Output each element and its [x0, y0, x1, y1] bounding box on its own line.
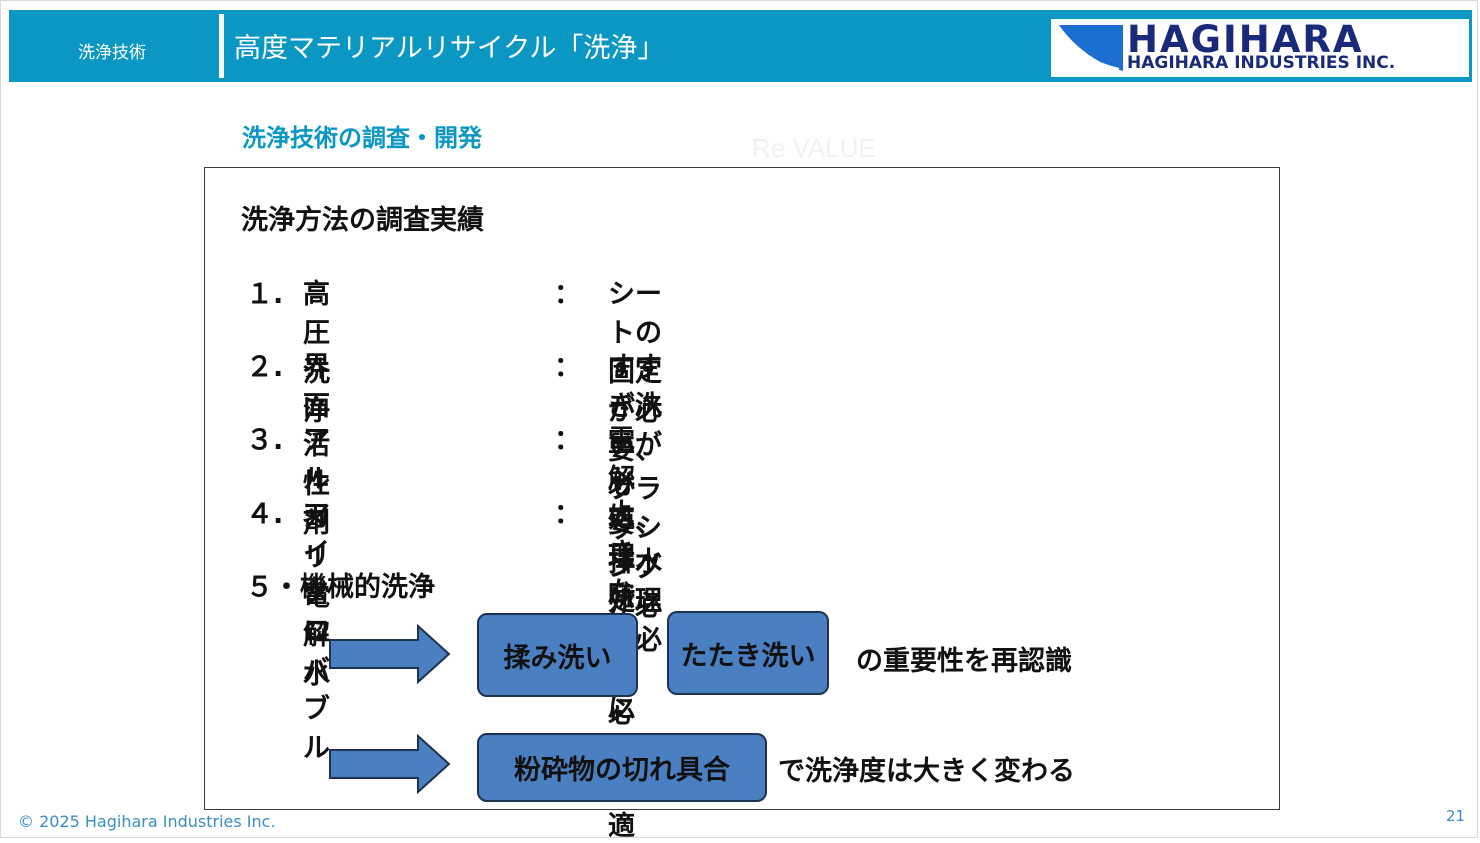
- company-logo: HAGIHARA HAGIHARA INDUSTRIES INC.: [1051, 19, 1469, 77]
- item-number: ３.: [246, 425, 284, 456]
- logo-sub-text: HAGIHARA INDUSTRIES INC.: [1127, 53, 1396, 73]
- tapping-wash-box: たたき洗い: [667, 611, 829, 695]
- item-colon: ：: [554, 352, 581, 383]
- slide-subtitle: 洗浄技術の調査・開発: [242, 124, 482, 152]
- arrow-right-icon: [329, 624, 451, 684]
- slide-title: 高度マテリアルリサイクル「洗浄」: [234, 33, 665, 64]
- arrow-right-icon: [329, 734, 451, 794]
- item-number: １.: [246, 279, 284, 310]
- page-number: 21: [1446, 807, 1466, 825]
- logo-main-text: HAGIHARA: [1127, 19, 1364, 61]
- header-divider: [219, 14, 224, 78]
- item-name: 界面活性剤: [303, 352, 330, 539]
- content-box: [204, 167, 1280, 810]
- crushed-cut-box: 粉砕物の切れ具合: [477, 733, 767, 802]
- hagihara-logo-icon: [1059, 25, 1123, 71]
- item-colon: ：: [554, 279, 581, 310]
- item-colon: ：: [554, 425, 581, 456]
- item-number: ２.: [246, 352, 284, 383]
- content-heading: 洗浄方法の調査実績: [241, 205, 484, 236]
- item-name: マイクロバブル: [303, 499, 330, 764]
- item-name: 高圧洗浄: [303, 279, 330, 427]
- row2-text: で洗浄度は大きく変わる: [778, 756, 1075, 787]
- row1-text: の重要性を再認識: [856, 646, 1072, 677]
- watermark: Re VALUE: [752, 133, 876, 163]
- list-item-mechanical: ５・機械的洗浄: [246, 572, 435, 603]
- item-colon: ：: [554, 499, 581, 530]
- item-name: アルカリ電解水: [303, 425, 330, 690]
- section-label: 洗浄技術: [78, 43, 146, 63]
- item-note: シートの固定が必要、ブラッシングが必要: [608, 279, 662, 661]
- rubbing-wash-box: 揉み洗い: [477, 613, 638, 697]
- copyright: © 2025 Hagihara Industries Inc.: [18, 812, 276, 831]
- item-number: ４.: [246, 499, 284, 530]
